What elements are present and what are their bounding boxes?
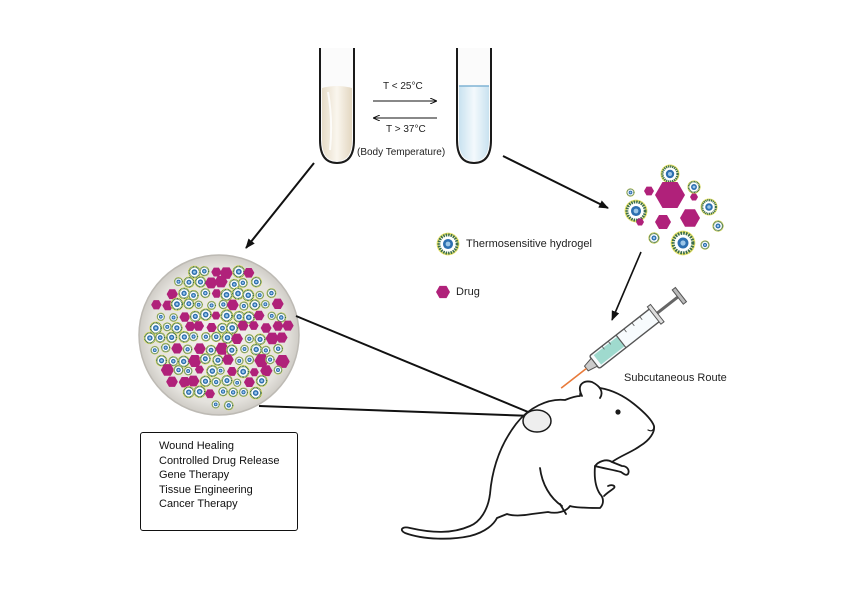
heating-label: T > 37°C [386, 124, 426, 135]
drug-legend-label: Drug [456, 286, 480, 298]
application-item: Tissue Engineering [159, 483, 253, 496]
hydrogel-particle [211, 399, 221, 409]
hydrogel-particle [182, 297, 195, 310]
hydrogel-particle [232, 378, 242, 388]
hydrogel-particle [249, 343, 263, 356]
hydrogel-particle [244, 333, 255, 344]
hydrogel-legend-icon [436, 232, 460, 256]
hydrogel-particle [192, 384, 207, 399]
hydrogel-particle [183, 366, 193, 376]
hydrogel-particle [231, 264, 246, 279]
hydrogel-particle [199, 307, 213, 322]
hydrogel-particle [244, 354, 255, 365]
test-tube-sol-icon [456, 48, 492, 165]
hydrogel-particle [160, 342, 171, 353]
hydrogel-particle [210, 331, 222, 343]
hydrogel-particle [170, 297, 184, 312]
hydrogel-particle [150, 345, 160, 355]
hydrogel-particle [188, 331, 199, 342]
hydrogel-particle [218, 299, 229, 310]
zoom-line-upper [295, 315, 534, 415]
route-label: Subcutaneous Route [624, 372, 727, 384]
hydrogel-particle [168, 312, 179, 323]
hydrogel-particle [255, 374, 269, 388]
hydrogel-particle [250, 276, 263, 288]
test-tube-gel-icon [319, 48, 355, 165]
application-item: Gene Therapy [159, 469, 230, 482]
application-item: Controlled Drug Release [159, 454, 280, 467]
hydrogel-particle [165, 331, 178, 344]
hydrogel-particle [143, 331, 157, 345]
hydrogel-particle [199, 375, 212, 388]
hydrogel-particle [178, 330, 191, 344]
magnified-gel-circle [138, 254, 300, 416]
hydrogel-particle [260, 299, 271, 309]
hydrogel-particle [194, 300, 204, 310]
hydrogel-particle [182, 344, 193, 355]
hydrogel-particle [206, 300, 217, 311]
drug-hydrogel-mixture [624, 164, 724, 256]
cooling-label: T < 25°C [383, 81, 423, 92]
hydrogel-particle [248, 298, 262, 312]
hydrogel-particle [239, 344, 250, 354]
heating-note-label: (Body Temperature) [357, 147, 446, 158]
hydrogel-particle [272, 343, 284, 355]
hydrogel-particle [227, 387, 239, 398]
hydrogel-particle [267, 311, 277, 321]
hydrogel-particle [162, 322, 173, 332]
hydrogel-particle [255, 290, 265, 300]
hydrogel-particle [265, 354, 276, 365]
hydrogel-particle [210, 376, 222, 388]
hydrogel-particle [173, 364, 184, 376]
hydrogel-particle [225, 343, 239, 357]
hydrogel-particle [211, 354, 224, 367]
arrow-tube-to-mix [502, 155, 609, 209]
application-item: Cancer Therapy [159, 498, 238, 511]
hydrogel-particle [273, 365, 283, 375]
hydrogel-particle [220, 374, 234, 387]
hydrogel-particle [260, 345, 271, 356]
hydrogel-particle [238, 301, 249, 312]
hydrogel-particle [266, 287, 277, 299]
zoom-line-lower [258, 405, 534, 417]
hydrogel-particle [182, 385, 196, 399]
hydrogel-particle [182, 276, 196, 289]
rat-icon [400, 380, 655, 540]
hydrogel-particle [173, 276, 184, 287]
hydrogel-particle [198, 265, 210, 277]
hydrogel-particle [219, 288, 234, 302]
hydrogel-particle [219, 308, 234, 323]
hydrogel-particle [237, 277, 249, 289]
injection-site-icon [522, 409, 552, 433]
hydrogel-particle [248, 386, 263, 400]
hydrogel-particle [238, 387, 249, 398]
hydrogel-particle [156, 312, 166, 322]
hydrogel-particle [200, 331, 212, 342]
arrow-tube-to-gel [245, 162, 315, 249]
arrow-mix-to-syringe [611, 251, 642, 321]
hydrogel-particle [199, 352, 212, 365]
drug-legend-icon [436, 285, 450, 299]
syringe-icon [560, 286, 688, 389]
hydrogel-particle [154, 331, 167, 344]
hydrogel-legend-label: Thermosensitive hydrogel [466, 238, 592, 250]
hydrogel-particle [217, 386, 229, 397]
hydrogel-particle [223, 400, 235, 411]
hydrogel-particle [234, 356, 244, 366]
hydrogel-particle [177, 287, 191, 300]
hydrogel-particle [216, 366, 226, 376]
hydrogel-particle [236, 364, 251, 379]
hydrogel-particle [199, 287, 211, 299]
hydrogel-particle [194, 275, 207, 289]
applications-box: Wound Healing Controlled Drug Release Ge… [140, 432, 298, 531]
hydrogel-particle [189, 310, 202, 323]
application-item: Wound Healing [159, 440, 235, 452]
